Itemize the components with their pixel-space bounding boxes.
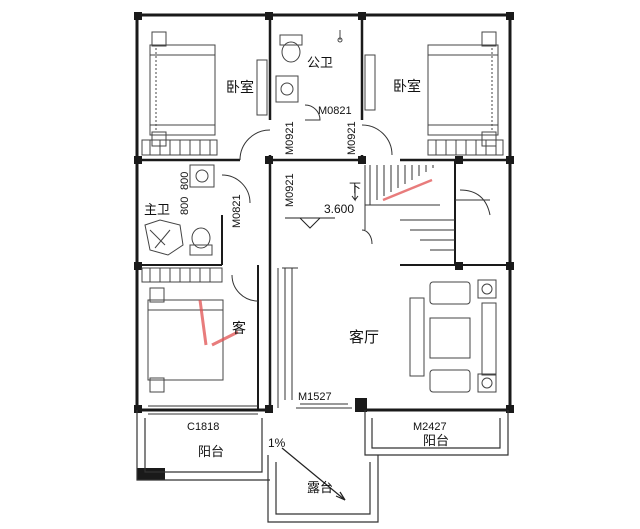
elevation-label: 3.600 — [324, 202, 354, 216]
column — [455, 262, 463, 270]
balcony-outline — [136, 410, 509, 523]
door-bedroom-left — [239, 129, 271, 161]
slope-label: 1% — [268, 436, 286, 450]
sofa-set — [409, 279, 497, 393]
room-labels: 卧室 公卫 卧室 主卫 客 客厅 阳台 阳台 露台 — [144, 56, 449, 496]
door-codes: M0821 M0921 M0921 M0921 M0821 M1527 M242… — [187, 105, 447, 433]
walls — [135, 13, 513, 412]
column — [506, 405, 514, 413]
wardrobe-side-right — [364, 54, 376, 111]
door-master-bath — [221, 174, 251, 204]
door-stair-hall — [361, 229, 373, 245]
wardrobe-guest — [141, 267, 223, 283]
red-watermark-stair — [382, 178, 433, 202]
door-guest — [231, 274, 259, 302]
tv-cabinet — [409, 297, 425, 377]
code-c1818: C1818 — [187, 421, 219, 433]
code-m0921-a: M0921 — [284, 121, 296, 155]
label-master-bath: 主卫 — [144, 203, 170, 218]
balcony-right-rail — [371, 418, 501, 449]
shower-public — [337, 30, 343, 43]
code-m0921-c: M0921 — [284, 173, 296, 207]
column — [358, 12, 366, 20]
door-bedroom-right — [361, 124, 393, 156]
label-bedroom-top-right: 卧室 — [393, 78, 421, 95]
column — [506, 262, 514, 270]
wall-stair — [400, 160, 510, 266]
window-c1818 — [148, 405, 258, 415]
label-guest-room: 客 — [232, 320, 246, 337]
wardrobe-top-right — [427, 139, 504, 156]
door-swings — [221, 104, 393, 409]
door-public-bath — [304, 104, 321, 121]
bed-guest — [147, 287, 224, 393]
corridor-detail — [277, 267, 298, 408]
slope-arrow — [281, 447, 346, 501]
column — [134, 405, 142, 413]
toilet-master — [189, 244, 213, 256]
columns — [134, 12, 514, 480]
column — [506, 12, 514, 20]
column — [265, 156, 273, 164]
column — [265, 12, 273, 20]
label-balcony-right: 阳台 — [423, 434, 449, 449]
master-bath-fixtures — [144, 164, 215, 256]
label-living-room: 客厅 — [349, 328, 379, 346]
toilet-public — [279, 34, 303, 63]
column — [265, 405, 273, 413]
column — [355, 398, 367, 412]
armchair-bottom — [429, 369, 471, 393]
slope-arrowhead — [335, 491, 346, 501]
label-terrace: 露台 — [307, 481, 333, 496]
column — [506, 156, 514, 164]
label-balcony-left: 阳台 — [198, 445, 224, 460]
column — [134, 12, 142, 20]
red-watermark — [198, 299, 239, 347]
dimension-labels: 800 800 — [179, 172, 191, 215]
code-m0921-b: M0921 — [346, 121, 358, 155]
column — [455, 156, 463, 164]
door-m1527 — [296, 403, 352, 409]
wardrobe-top-left — [141, 139, 218, 156]
label-bedroom-top-left: 卧室 — [226, 79, 254, 96]
bed-top-left — [149, 31, 216, 147]
column — [358, 156, 366, 164]
code-m0821-side: M0821 — [231, 194, 243, 228]
column — [137, 468, 165, 480]
bed-top-right — [427, 31, 499, 147]
code-m2427: M2427 — [413, 421, 447, 433]
sofa-right — [481, 302, 497, 376]
wardrobe-side-left — [256, 59, 268, 116]
sink-master — [189, 164, 215, 188]
coffee-table — [429, 317, 471, 359]
terrace-rail — [275, 462, 371, 515]
shower-tray — [144, 219, 184, 256]
column — [134, 156, 142, 164]
code-m0821-top: M0821 — [318, 105, 352, 117]
annotations: 下 3.600 1% — [268, 181, 361, 450]
dim-800-a: 800 — [179, 172, 191, 190]
dim-800-b: 800 — [179, 197, 191, 215]
balcony-right-outline — [364, 410, 509, 456]
sink-public — [275, 75, 299, 103]
staircase — [351, 165, 491, 251]
code-m1527: M1527 — [298, 391, 332, 403]
balcony-left-outline — [136, 410, 270, 481]
stair-down-label: 下 — [349, 181, 361, 195]
armchair-top — [429, 281, 471, 305]
balcony-left-rail — [144, 418, 263, 473]
column — [134, 262, 142, 270]
terrace-outline — [267, 455, 379, 523]
elevation-marker — [285, 217, 335, 229]
label-public-bath: 公卫 — [307, 56, 333, 71]
